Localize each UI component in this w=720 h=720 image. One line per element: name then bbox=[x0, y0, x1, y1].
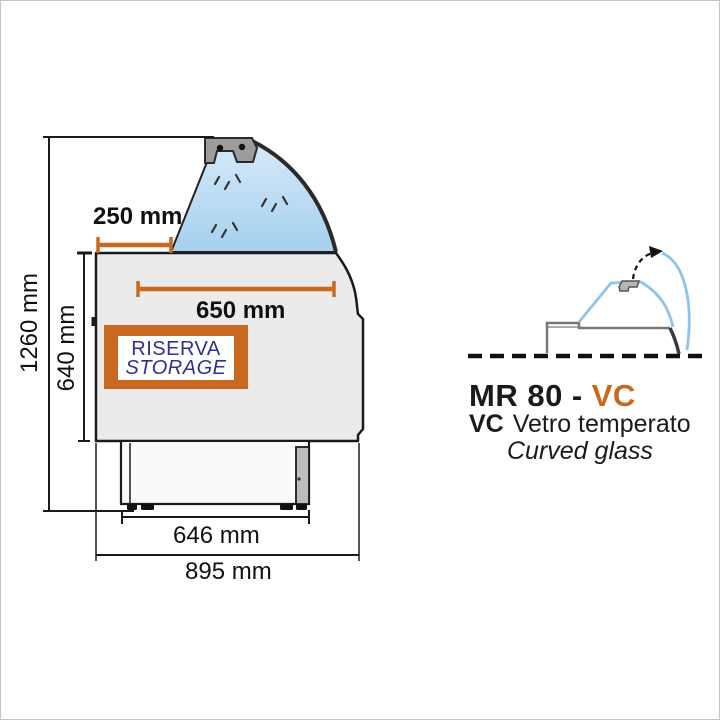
foot bbox=[127, 504, 137, 510]
variant-code: VC bbox=[469, 410, 504, 438]
cabinet-base bbox=[119, 442, 311, 510]
variant-name-it: Vetro temperato bbox=[512, 410, 691, 438]
dimension-label-display-depth: 650 mm bbox=[196, 297, 286, 324]
variant-description-english: Curved glass bbox=[507, 437, 653, 465]
dimension-label-total-height: 1260 mm bbox=[16, 272, 43, 374]
dimension-label-worktop-height: 640 mm bbox=[53, 304, 80, 392]
foot bbox=[296, 504, 307, 510]
glass-handle bbox=[618, 280, 641, 292]
compressor-panel bbox=[295, 446, 310, 505]
dimension-lines-black bbox=[43, 136, 360, 561]
foot bbox=[280, 504, 293, 510]
dimension-label-top-shelf-depth: 250 mm bbox=[93, 203, 183, 230]
variant-description-italian: VC Vetro temperato bbox=[469, 412, 691, 437]
dimension-label-base-width: 646 mm bbox=[173, 522, 260, 549]
counter-profile bbox=[545, 321, 670, 353]
storage-label-line1: RISERVA bbox=[131, 338, 221, 360]
counter-front-curve bbox=[668, 327, 681, 355]
opening-motion-arrowhead bbox=[649, 246, 663, 258]
model-name: MR 80 - bbox=[469, 378, 583, 413]
model-title: MR 80 -VC bbox=[469, 380, 636, 411]
model-variant-code: VC bbox=[591, 378, 636, 413]
cabinet-side-view bbox=[43, 136, 365, 561]
glass-open-profile bbox=[661, 251, 691, 351]
storage-label: RISERVA STORAGE bbox=[118, 338, 234, 379]
storage-label-line2: STORAGE bbox=[125, 357, 227, 379]
body-left-bumper bbox=[91, 317, 97, 326]
dimension-lines-orange bbox=[96, 237, 336, 297]
dimension-label-total-depth: 895 mm bbox=[185, 558, 272, 585]
storage-label-frame bbox=[104, 325, 248, 389]
glass-closed-profile bbox=[577, 280, 675, 328]
glass-reflection-marks bbox=[210, 173, 289, 239]
curved-glass-edge bbox=[249, 138, 338, 253]
glass-opening-pictogram bbox=[468, 246, 704, 359]
opening-motion-arrow-arc bbox=[631, 251, 653, 280]
glass-hinge-bracket bbox=[204, 137, 258, 164]
foot bbox=[141, 504, 154, 510]
